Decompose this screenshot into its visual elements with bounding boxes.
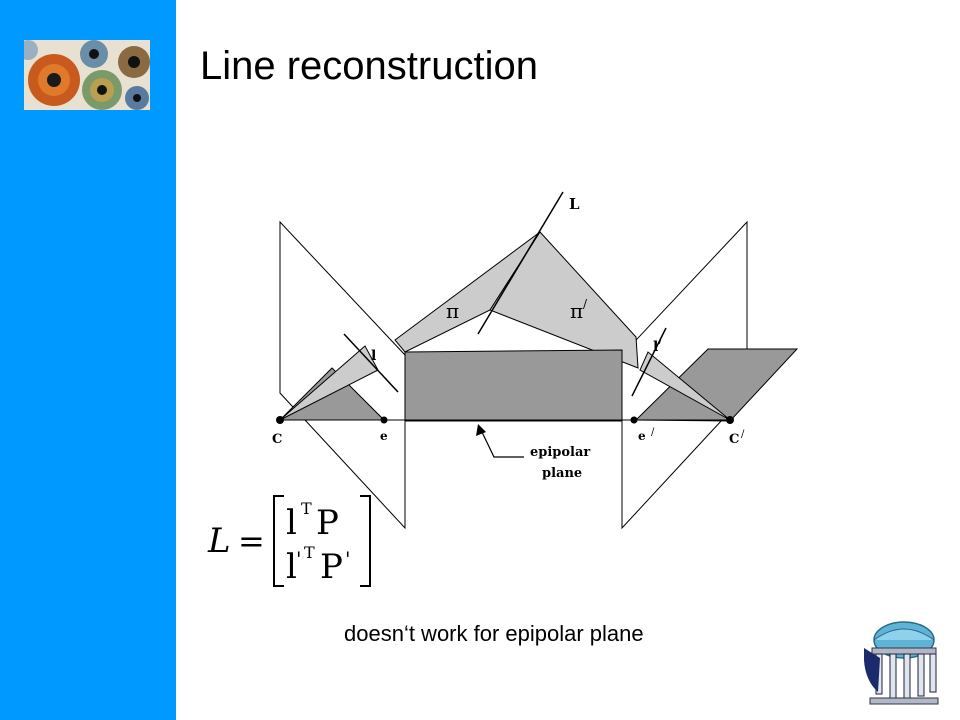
label-C-prime: C (729, 432, 739, 447)
formula-equals: = (238, 522, 265, 560)
label-pi: π (446, 299, 459, 323)
label-l-prime-mark: / (659, 335, 663, 346)
label-e-prime-mark: / (651, 427, 655, 438)
label-l-prime: l (653, 339, 658, 355)
formula-row2-sup: T (304, 543, 315, 562)
label-l: l (371, 348, 376, 364)
formula-lhs: L (207, 521, 231, 561)
right-ray-fan (639, 351, 731, 421)
sidebar (0, 0, 176, 720)
point-e-prime (630, 416, 638, 424)
slide-title: Line reconstruction (200, 44, 538, 88)
formula-row2-tick: ' (296, 547, 302, 571)
formula-row1-l: l (286, 503, 297, 543)
label-pi-prime-mark: / (583, 297, 588, 311)
point-C (276, 416, 284, 424)
left-bracket-icon (273, 495, 284, 587)
label-e-prime: e (638, 429, 646, 443)
slide-caption: doesn‘t work for epipolar plane (344, 621, 644, 646)
formula-row2-P: P (320, 547, 343, 587)
formula-row2-l: l (286, 547, 297, 587)
label-C-prime-mark: / (741, 429, 745, 440)
right-bracket-icon (360, 495, 371, 587)
plane-pi-prime (489, 231, 639, 369)
line-l (343, 333, 399, 393)
epipolar-plane (404, 349, 623, 422)
label-C: C (272, 432, 282, 447)
formula-row1-P: P (316, 503, 339, 543)
formula-row1-sup: T (301, 499, 312, 518)
label-plane: plane (542, 466, 582, 481)
eyes-collage-logo (24, 40, 150, 110)
point-e (380, 416, 388, 424)
epipolar-diagram: L π π / l l / C e e / C / epipolar plane (272, 191, 799, 530)
left-ray-fan (279, 345, 379, 421)
line-formula: L = l T P l ' T P ' (207, 495, 371, 587)
line-l-prime (631, 327, 667, 397)
formula-row2-Ptick: ' (345, 547, 351, 571)
epipolar-arrow (480, 429, 524, 458)
label-L: L (569, 195, 580, 213)
arrowhead-icon (476, 424, 486, 436)
point-C-prime (726, 416, 734, 424)
label-epipolar: epipolar (530, 445, 590, 460)
label-e: e (380, 429, 388, 443)
label-pi-prime: π (570, 299, 583, 323)
old-well-logo (864, 621, 939, 705)
line-L (477, 191, 564, 335)
right-epipolar-wedge (634, 348, 799, 422)
